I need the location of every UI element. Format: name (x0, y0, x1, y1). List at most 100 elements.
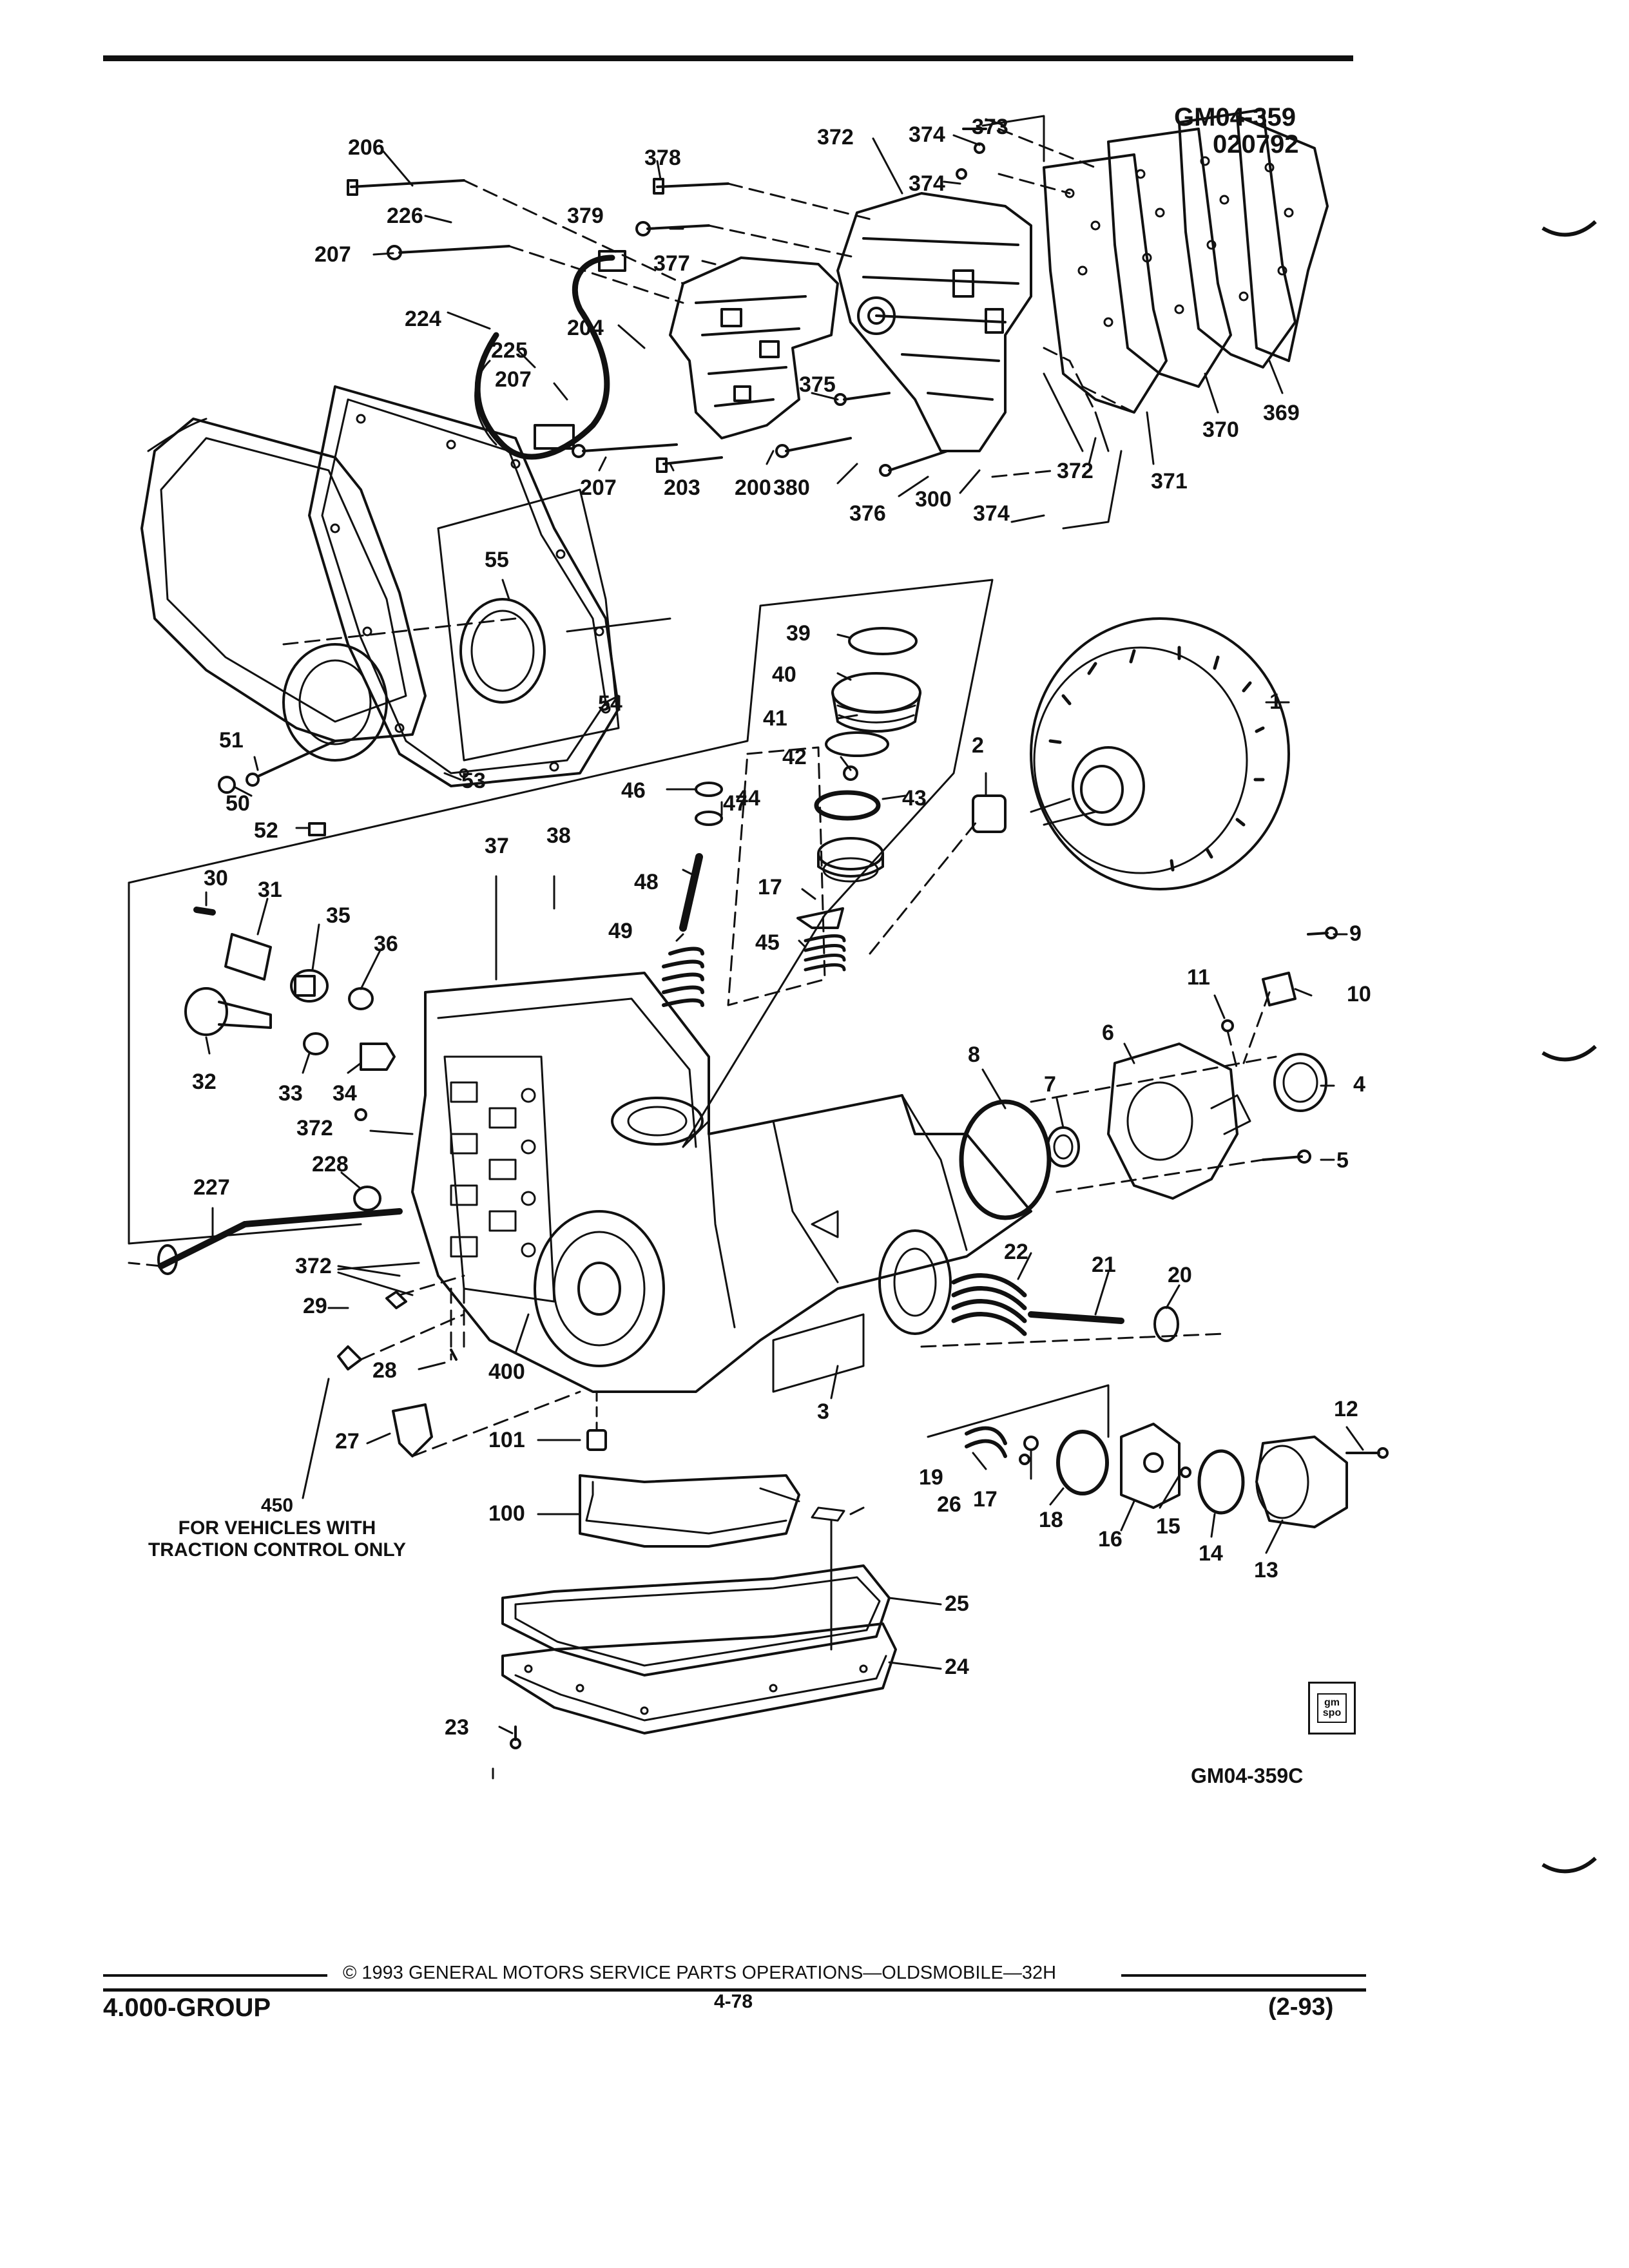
torque-converter (972, 617, 1290, 890)
callout-39: 39 (786, 621, 811, 646)
top-rule (103, 55, 1353, 61)
callout-42: 42 (782, 745, 807, 769)
callout-228: 228 (312, 1152, 349, 1177)
callout-31: 31 (258, 878, 282, 902)
drawing-code-top: GM04-359 (1174, 103, 1296, 131)
footer-page-number: 4-78 (714, 1991, 753, 2012)
callout-207: 207 (580, 476, 617, 500)
callout-400: 400 (488, 1360, 525, 1384)
margin-tick-1 (1541, 220, 1597, 237)
callout-13: 13 (1254, 1558, 1278, 1582)
drawing-code-bottom: GM04-359C (1191, 1764, 1304, 1787)
gm-spo-badge: gm spo (1308, 1682, 1356, 1735)
callout-377: 377 (653, 251, 690, 276)
callout-17: 17 (973, 1487, 998, 1512)
footer-group: 4.000-GROUP (103, 1994, 271, 2022)
callout-18: 18 (1039, 1508, 1063, 1532)
callout-44: 44 (736, 786, 760, 811)
callout-225: 225 (491, 338, 528, 363)
footer-rule-left (103, 1974, 327, 1977)
callout-203: 203 (664, 476, 700, 500)
callout-227: 227 (193, 1175, 230, 1200)
callout-380: 380 (773, 476, 810, 500)
callout-19: 19 (919, 1465, 943, 1490)
callout-50: 50 (226, 791, 250, 816)
callout-40: 40 (772, 662, 796, 687)
callout-16: 16 (1098, 1527, 1123, 1552)
callout-29: 29 (303, 1294, 327, 1318)
side-cover-assembly (140, 385, 671, 836)
callout-374: 374 (973, 501, 1010, 526)
callout-15: 15 (1156, 1514, 1181, 1539)
callout-30: 30 (204, 866, 228, 890)
callout-53: 53 (461, 769, 486, 793)
callout-20: 20 (1168, 1263, 1192, 1287)
callout-28: 28 (372, 1358, 397, 1383)
callout-200: 200 (735, 476, 771, 500)
footer-rule-right (1121, 1974, 1366, 1977)
callout-2: 2 (972, 733, 984, 758)
callout-369: 369 (1263, 401, 1300, 425)
callout-35: 35 (326, 903, 351, 928)
callout-374: 374 (909, 122, 945, 147)
callout-25: 25 (945, 1591, 969, 1616)
callout-37: 37 (485, 834, 509, 858)
callout-47: 47 (723, 791, 747, 816)
transaxle-case (411, 972, 1032, 1393)
callout-378: 378 (644, 146, 681, 170)
callout-204: 204 (567, 316, 604, 340)
callout-373: 373 (972, 115, 1008, 139)
callout-14: 14 (1199, 1541, 1223, 1566)
callout-24: 24 (945, 1655, 969, 1679)
callout-34: 34 (333, 1081, 357, 1106)
margin-tick-2 (1541, 1044, 1597, 1062)
callout-379: 379 (567, 204, 604, 228)
callout-32: 32 (192, 1070, 217, 1094)
callout-48: 48 (634, 870, 659, 894)
callout-100: 100 (488, 1501, 525, 1526)
bottom-pan-assembly (501, 1390, 897, 1749)
callout-9: 9 (1349, 921, 1362, 946)
callout-224: 224 (405, 307, 441, 331)
callout-22: 22 (1004, 1240, 1028, 1264)
callout-8: 8 (968, 1043, 980, 1067)
callout-33: 33 (278, 1081, 303, 1106)
callout-12: 12 (1334, 1397, 1358, 1421)
callout-17: 17 (758, 875, 782, 899)
footer-rule-bottom (103, 1988, 1366, 1992)
callout-371: 371 (1151, 469, 1188, 494)
callout-374: 374 (909, 171, 945, 196)
callout-5: 5 (1336, 1148, 1349, 1173)
gm-spo-badge-text: gm spo (1317, 1693, 1347, 1723)
callout-38: 38 (546, 823, 571, 848)
callout-372: 372 (817, 125, 854, 149)
traction-control-note: 450 FOR VEHICLES WITH TRACTION CONTROL O… (110, 1495, 445, 1562)
drawing-date-top: 020792 (1213, 130, 1299, 159)
valve-body-assembly (347, 108, 1329, 530)
callout-46: 46 (621, 778, 646, 803)
callout-21: 21 (1092, 1253, 1116, 1277)
callout-1: 1 (1269, 689, 1282, 714)
callout-6: 6 (1102, 1021, 1114, 1045)
callout-3: 3 (817, 1399, 829, 1424)
callout-36: 36 (374, 932, 398, 956)
note-part-number: 450 (260, 1495, 294, 1516)
callout-26: 26 (937, 1492, 961, 1517)
callout-7: 7 (1044, 1072, 1056, 1097)
callout-207: 207 (314, 242, 351, 267)
callout-376: 376 (849, 501, 886, 526)
callout-206: 206 (348, 135, 385, 160)
callout-54: 54 (598, 691, 622, 716)
callout-372: 372 (296, 1116, 333, 1140)
footer-date: (2-93) (1268, 1994, 1334, 2021)
callout-372: 372 (1057, 459, 1094, 483)
callout-4: 4 (1353, 1072, 1365, 1097)
callout-10: 10 (1347, 982, 1371, 1006)
note-line-2: TRACTION CONTROL ONLY (148, 1539, 406, 1561)
footer-copyright: © 1993 GENERAL MOTORS SERVICE PARTS OPER… (343, 1963, 1057, 1983)
callout-11: 11 (1187, 965, 1210, 990)
note-line-1: FOR VEHICLES WITH (178, 1517, 376, 1539)
callout-207: 207 (495, 367, 532, 392)
